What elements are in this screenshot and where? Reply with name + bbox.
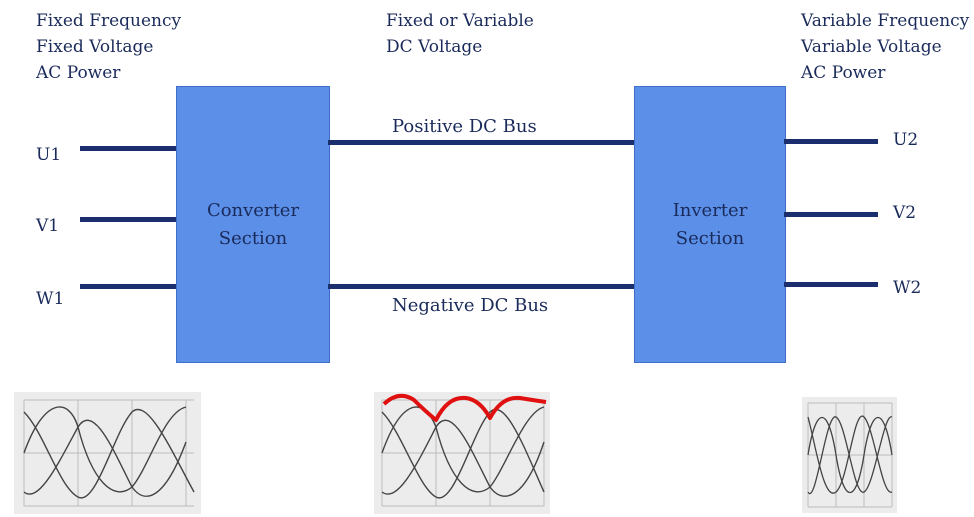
output-wire-v2 — [784, 212, 878, 217]
output-label-w2: W2 — [893, 278, 922, 298]
converter-label-line-2: Section — [218, 227, 288, 249]
output-power-line-1: Variable Frequency — [801, 11, 970, 31]
input-ac-waveform-image — [14, 392, 201, 514]
output-wire-u2 — [784, 139, 878, 144]
dc-voltage-description: Fixed or Variable DC Voltage — [386, 8, 534, 60]
dc-voltage-line-2: DC Voltage — [386, 37, 483, 57]
inverter-label-line-1: Inverter — [672, 199, 748, 221]
inverter-label-line-2: Section — [675, 227, 745, 249]
input-label-w1: W1 — [36, 289, 65, 309]
output-label-v2: V2 — [893, 203, 917, 223]
rectified-dc-waveform-image — [374, 392, 550, 514]
negative-dc-bus-line — [328, 284, 635, 289]
input-power-description: Fixed Frequency Fixed Voltage AC Power — [36, 8, 181, 86]
output-ac-waveform-image — [802, 397, 897, 513]
output-label-u2: U2 — [893, 130, 919, 150]
input-wire-w1 — [80, 284, 177, 289]
output-power-line-2: Variable Voltage — [801, 37, 942, 57]
dc-voltage-line-1: Fixed or Variable — [386, 11, 534, 31]
input-wire-u1 — [80, 146, 177, 151]
output-wire-w2 — [784, 282, 878, 287]
output-power-description: Variable Frequency Variable Voltage AC P… — [801, 8, 969, 86]
converter-section-block: Converter Section — [176, 86, 330, 363]
input-power-line-2: Fixed Voltage — [36, 37, 154, 57]
positive-dc-bus-label: Positive DC Bus — [392, 116, 537, 137]
input-label-u1: U1 — [36, 145, 62, 165]
input-label-v1: V1 — [36, 216, 60, 236]
inverter-section-block: Inverter Section — [634, 86, 786, 363]
converter-label-line-1: Converter — [206, 199, 300, 221]
input-wire-v1 — [80, 217, 177, 222]
positive-dc-bus-line — [328, 140, 635, 145]
negative-dc-bus-label: Negative DC Bus — [392, 295, 549, 316]
input-power-line-3: AC Power — [36, 63, 121, 83]
input-power-line-1: Fixed Frequency — [36, 11, 182, 31]
output-power-line-3: AC Power — [801, 63, 886, 83]
